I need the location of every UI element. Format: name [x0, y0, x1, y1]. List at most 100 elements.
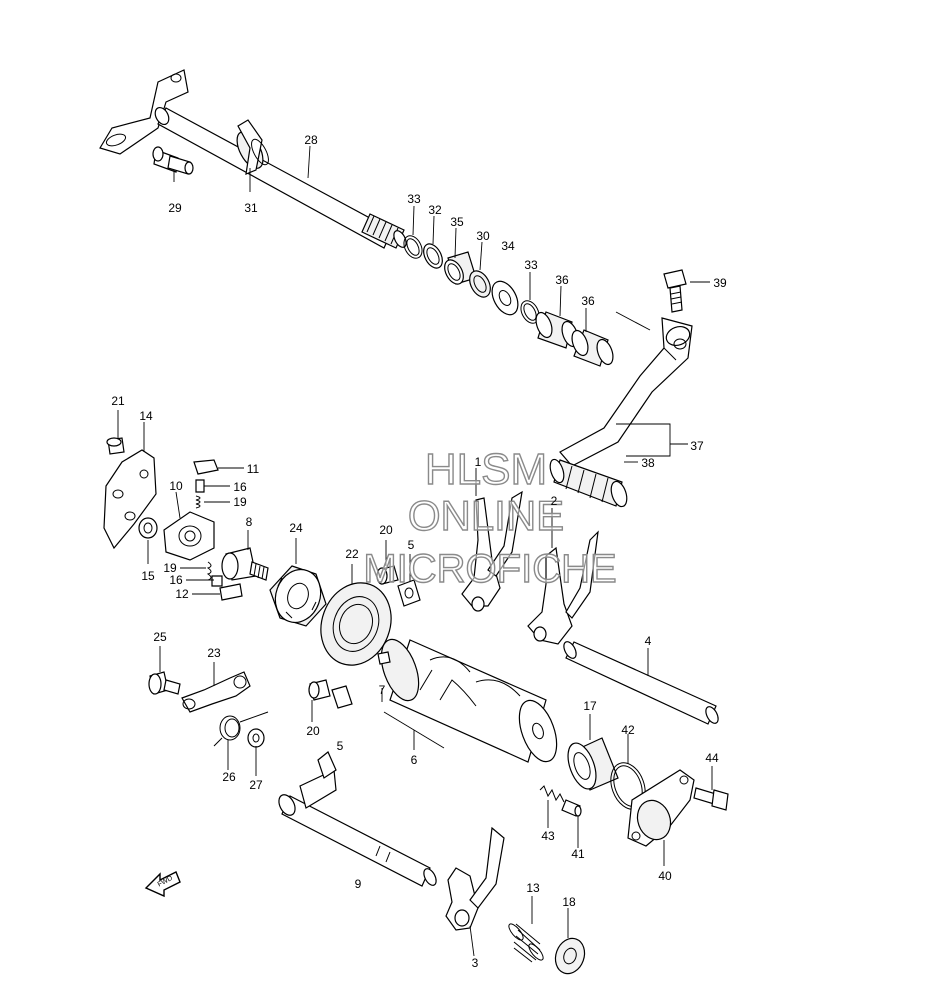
- shift-fork-2-part: [527, 530, 599, 645]
- callout-10: 10: [169, 479, 183, 493]
- callout-34: 34: [501, 239, 515, 253]
- callout-26: 26: [222, 770, 236, 784]
- spring-43-part: [539, 785, 565, 803]
- callout-16b: 16: [169, 573, 183, 587]
- pin-7-part: [377, 651, 391, 665]
- callout-9: 9: [355, 877, 362, 891]
- callout-3: 3: [472, 956, 479, 970]
- callout-5a: 5: [408, 538, 415, 552]
- callout-29: 29: [168, 201, 182, 215]
- cam-stopper-23-part: [181, 671, 251, 713]
- circlip-33-part: [403, 235, 423, 259]
- callout-41: 41: [571, 847, 585, 861]
- spring-26-part: [213, 711, 269, 747]
- callout-23: 23: [207, 646, 221, 660]
- bearing-22-part: [320, 582, 392, 666]
- callout-33a: 33: [407, 192, 421, 206]
- washer-34-part: [491, 280, 519, 316]
- callout-28: 28: [304, 133, 318, 147]
- callout-20a: 20: [379, 523, 393, 537]
- watermark: HLSM ONLINE MICROFICHE: [363, 444, 618, 591]
- shift-fork-3-part: [445, 826, 505, 931]
- bearing-18-part: [554, 937, 586, 975]
- callout-25: 25: [153, 630, 167, 644]
- cam-guide-8-part: [221, 547, 269, 581]
- shift-fork-1-part: [461, 490, 523, 612]
- spring-13-part: [508, 923, 544, 963]
- callout-2: 2: [551, 494, 558, 508]
- gearshift-rubber-36b-part: [571, 329, 614, 367]
- callout-7: 7: [379, 683, 386, 697]
- bolt-25-part: [148, 671, 181, 695]
- gearshift-shaft-part: [99, 69, 407, 249]
- bolt-20b-part: [308, 679, 331, 701]
- bolt-44-part: [693, 787, 729, 811]
- callout-8: 8: [246, 515, 253, 529]
- needle-bearing-35-part: [444, 251, 477, 285]
- bolt-39-part: [663, 269, 687, 313]
- spring-19-part: [195, 495, 201, 509]
- watermark-line1: HLSM: [425, 445, 547, 494]
- callout-27: 27: [249, 778, 263, 792]
- pawl-12-part: [219, 583, 243, 601]
- callout-17: 17: [583, 699, 597, 713]
- callout-32: 32: [428, 203, 442, 217]
- callout-6: 6: [411, 753, 418, 767]
- footpeg-rubber-38-part: [549, 458, 628, 508]
- spring-19b-part: [206, 561, 212, 581]
- pawl-11-part: [193, 459, 219, 475]
- pin-16-part: [195, 479, 205, 493]
- callout-20b: 20: [306, 724, 320, 738]
- oil-seal-31-part: [236, 119, 269, 175]
- callout-18: 18: [562, 895, 576, 909]
- callout-40: 40: [658, 869, 672, 883]
- fork-shaft-4-part: [563, 641, 719, 725]
- gearshift-rubber-36a-part: [535, 311, 579, 349]
- screw-21-part: [106, 437, 125, 455]
- watermark-line2: ONLINE: [408, 492, 564, 539]
- callout-30: 30: [476, 229, 490, 243]
- callout-24: 24: [289, 521, 303, 535]
- callout-19a: 19: [233, 495, 247, 509]
- callout-labels: 28 29 31 33 32 35 30 34 33 36 36 39 37 3…: [111, 133, 727, 970]
- pin-41-part: [561, 799, 582, 817]
- callout-44: 44: [705, 751, 719, 765]
- callout-39: 39: [713, 276, 727, 290]
- washer-32-part: [423, 243, 443, 269]
- callout-16a: 16: [233, 480, 247, 494]
- callout-15: 15: [141, 569, 155, 583]
- callout-42: 42: [621, 723, 635, 737]
- cam-stopper-plate-14-part: [103, 449, 157, 550]
- callout-21: 21: [111, 394, 125, 408]
- callout-33b: 33: [524, 258, 538, 272]
- washer-27-part: [247, 728, 265, 748]
- callout-38: 38: [641, 456, 655, 470]
- callout-12: 12: [175, 587, 189, 601]
- callout-4: 4: [645, 634, 652, 648]
- callout-5b: 5: [337, 739, 344, 753]
- cover-40-part: [627, 769, 695, 847]
- pawl-retainer-10-part: [163, 511, 215, 561]
- callout-22: 22: [345, 547, 359, 561]
- bearing-17-part: [567, 737, 619, 791]
- callout-36a: 36: [555, 273, 569, 287]
- callout-37: 37: [690, 439, 704, 453]
- pin-16b-part: [211, 575, 223, 587]
- callout-19b: 19: [163, 561, 177, 575]
- leader-lines: [117, 145, 713, 957]
- retainer-5-part: [397, 579, 421, 607]
- bolt-20-part: [376, 565, 399, 585]
- callout-36b: 36: [581, 294, 595, 308]
- callout-13: 13: [526, 881, 540, 895]
- callout-43: 43: [541, 829, 555, 843]
- gearshift-cam-6-part: [380, 638, 558, 763]
- washer-15-part: [138, 517, 158, 539]
- pin-29-part: [152, 146, 194, 175]
- shift-shaft-9-part: [278, 751, 437, 887]
- fwd-arrow-icon: [144, 871, 181, 898]
- retainer-5b-part: [331, 685, 353, 709]
- callout-31: 31: [244, 201, 258, 215]
- callout-1: 1: [475, 455, 482, 469]
- callout-14: 14: [139, 409, 153, 423]
